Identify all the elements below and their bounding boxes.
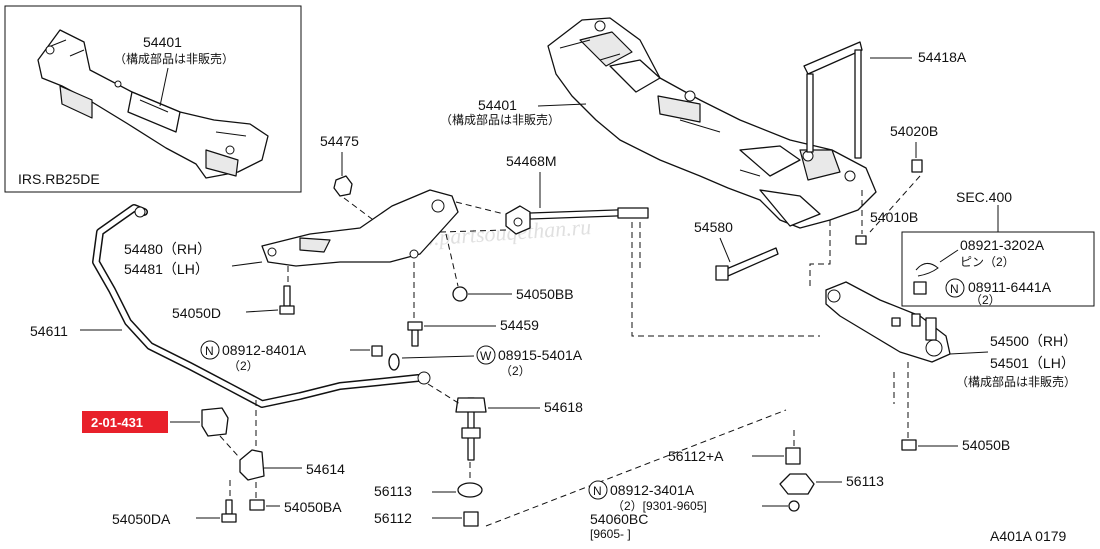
label-56113-left: 56113 — [374, 483, 412, 499]
label-56112a: 56112+A — [668, 448, 724, 464]
callout-label: 2-01-431 — [91, 415, 143, 430]
part-08912-3401-nut — [788, 500, 800, 512]
part-54050d — [279, 285, 295, 315]
inset-crossmember — [37, 29, 269, 179]
label-08912-8401: 08912-8401A — [222, 342, 307, 358]
label-54010b: 54010B — [870, 209, 918, 225]
part-bushing-2-01-431 — [201, 407, 229, 437]
label-08911-qty: （2） — [970, 293, 1001, 307]
label-54050b: 54050B — [962, 437, 1010, 453]
label-54459: 54459 — [500, 317, 539, 333]
part-54050b — [901, 439, 917, 451]
label-pin-qty: ピン（2） — [960, 255, 1015, 269]
part-54500-lower-arm — [825, 281, 951, 363]
label-54050ba: 54050BA — [284, 499, 342, 515]
label-54401: 54401 — [478, 97, 517, 113]
label-54060bc: 54060BC — [590, 511, 648, 527]
inset-caption: IRS.RB25DE — [18, 171, 100, 187]
label-54500: 54500（RH） — [990, 333, 1077, 349]
part-54580 — [715, 247, 779, 281]
inset-panel: 54401 （構成部品は非販売） IRS.RB25DE — [4, 5, 302, 193]
label-54475: 54475 — [320, 133, 359, 149]
note-arm: （構成部品は非販売） — [956, 374, 1076, 389]
part-54050ba — [249, 499, 265, 511]
label-08915-qty: （2） — [500, 364, 531, 378]
label-54501: 54501（LH） — [990, 355, 1075, 371]
label-54060bc-date: [9605- ] — [590, 527, 631, 541]
part-54480-bracket — [261, 189, 459, 267]
label-08911: 08911-6441A — [968, 279, 1052, 295]
main-crossmember — [547, 17, 877, 229]
label-54418a: 54418A — [918, 49, 967, 65]
part-54475 — [333, 175, 353, 197]
drawing-code: A401A 0179 — [990, 528, 1067, 544]
part-08912-8401-nut — [371, 345, 383, 357]
label-54618: 54618 — [544, 399, 583, 415]
label-08912-3401-qty: （2）[9301-9605] — [612, 499, 707, 513]
part-54618-link — [455, 397, 487, 461]
sec400-box — [901, 205, 1095, 307]
label-54614: 54614 — [306, 461, 345, 477]
label-08912-3401: 08912-3401A — [610, 482, 695, 498]
label-54468m: 54468M — [506, 153, 557, 169]
part-54468m — [505, 205, 649, 235]
note-main: （構成部品は非販売） — [440, 112, 560, 127]
label-54611: 54611 — [30, 323, 68, 339]
circle-n-08912-8401: N — [205, 344, 214, 358]
label-54050da: 54050DA — [112, 511, 171, 527]
label-08921: 08921-3202A — [960, 237, 1045, 253]
label-54480: 54480（RH） — [124, 241, 211, 257]
label-54050bb: 54050BB — [516, 286, 574, 302]
part-54614 — [239, 449, 265, 481]
circle-w-08915: W — [480, 349, 492, 363]
part-08911-nut — [913, 281, 927, 295]
label-08915: 08915-5401A — [498, 347, 583, 363]
part-54010b — [855, 235, 867, 245]
callout-2-01-431[interactable]: 2-01-431 — [82, 411, 168, 433]
note-inset: （構成部品は非販売） — [114, 51, 234, 66]
circle-n-08912-3401: N — [593, 484, 602, 498]
part-54020b — [911, 159, 923, 173]
part-54050bb — [452, 286, 468, 302]
label-54050d: 54050D — [172, 305, 221, 321]
part-56112a — [785, 447, 801, 465]
label-54020b: 54020B — [890, 123, 938, 139]
label-54580: 54580 — [694, 219, 733, 235]
label-sec400: SEC.400 — [956, 189, 1012, 205]
label-54401-inset: 54401 — [143, 34, 182, 50]
part-56112 — [463, 511, 479, 527]
label-56113-right: 56113 — [846, 473, 884, 489]
part-54459 — [407, 321, 423, 347]
part-cotter-pin — [915, 263, 939, 277]
part-08915-washer — [388, 353, 400, 371]
part-56113-left — [457, 482, 483, 498]
part-54050da — [221, 499, 237, 523]
label-08912-8401-qty: （2） — [228, 359, 259, 373]
circle-n-08911: N — [950, 282, 959, 296]
part-56113-right — [779, 473, 815, 495]
part-54418a — [803, 41, 863, 159]
label-56112: 56112 — [374, 510, 412, 526]
label-54481: 54481（LH） — [124, 261, 209, 277]
